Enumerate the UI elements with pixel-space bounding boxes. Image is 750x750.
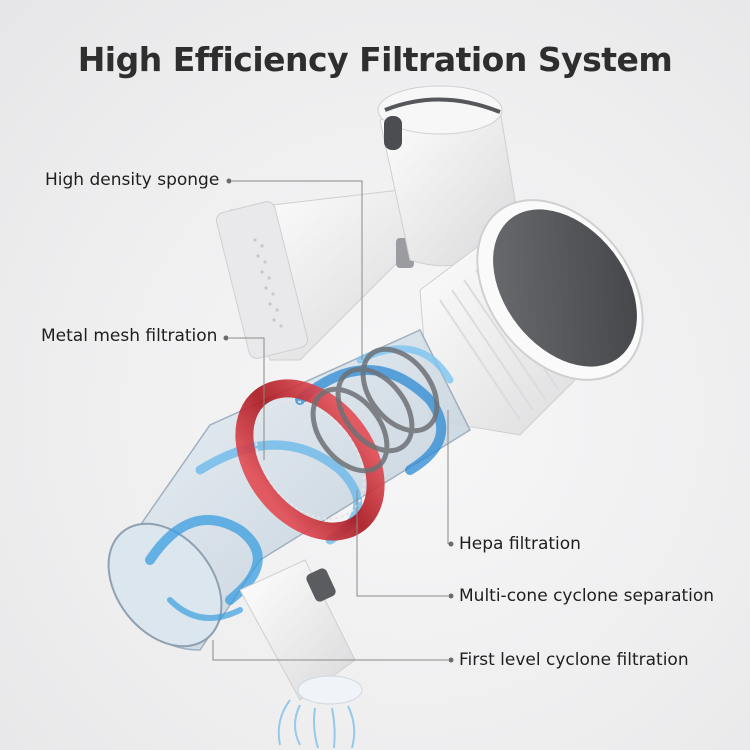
dot-multi-cone: [448, 593, 454, 599]
label-hepa-filtration: Hepa filtration: [459, 534, 581, 554]
leader-multi-cone: [356, 490, 448, 597]
dot-first-level: [448, 657, 454, 663]
hepa-cap: [476, 199, 644, 381]
leader-metal-mesh: [229, 337, 265, 460]
release-button: [306, 568, 336, 602]
dot-metal-mesh: [223, 335, 229, 341]
label-metal-mesh-filtration: Metal mesh filtration: [41, 326, 218, 346]
intake-airflow: [277, 699, 356, 749]
page-title: High Efficiency Filtration System: [77, 40, 673, 79]
label-first-level-cyclone: First level cyclone filtration: [459, 650, 689, 670]
motor-housing: [377, 85, 521, 267]
dot-sponge: [226, 178, 232, 184]
label-high-density-sponge: High density sponge: [45, 170, 220, 190]
leader-lines: [212, 180, 449, 661]
metal-mesh-ring: [235, 379, 385, 541]
dot-hepa: [448, 541, 454, 547]
leader-dots: [223, 178, 454, 663]
leader-first-level: [212, 640, 448, 661]
air-inlet: [239, 559, 363, 749]
power-button: [384, 116, 402, 150]
handle: [215, 189, 421, 361]
multi-cone-stack: [310, 346, 440, 474]
label-multi-cone-cyclone: Multi-cone cyclone separation: [459, 586, 715, 606]
grip-texture: [253, 238, 283, 328]
leader-sponge: [232, 180, 363, 360]
